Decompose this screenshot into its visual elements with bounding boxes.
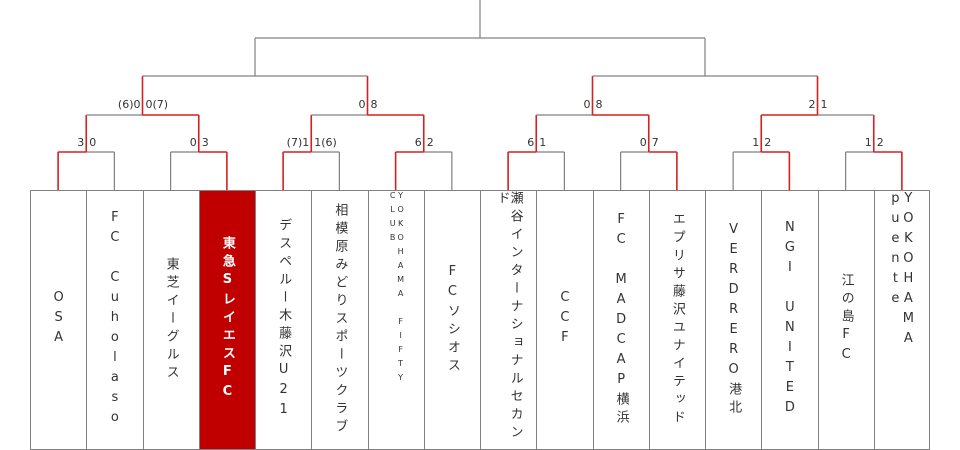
team-name: デスペルー木藤沢U21 [276, 218, 292, 422]
team-name: YOKOHAMA puente [887, 191, 916, 351]
team-box: FC MADCAP横浜 [592, 190, 649, 450]
team-name: CCF [557, 290, 573, 350]
match-score: (6)0 [117, 98, 141, 111]
match-score: 0 [583, 98, 591, 111]
team-name: 瀬谷インターナショナルセカンド [494, 191, 523, 443]
team-box: エプリサ藤沢ユナイテッド [648, 190, 705, 450]
team-box: FC Cuholaso [86, 190, 143, 450]
match-score: 2 [764, 136, 772, 149]
match-score: 1 [539, 136, 547, 149]
match-score: 7 [651, 136, 659, 149]
team-name: FCソシオス [444, 264, 460, 376]
team-box: FCソシオス [423, 190, 480, 450]
team-name: NGI UNITED [782, 220, 798, 420]
match-score: 0 [639, 136, 647, 149]
team-box: CCF [536, 190, 593, 450]
match-score: 0 [358, 98, 366, 111]
team-name: 東芝イーグルス [163, 257, 179, 383]
team-box: 東急SレイエスFC [198, 190, 255, 450]
team-box: 瀬谷インターナショナルセカンド [480, 190, 537, 450]
team-name: FC Cuholaso [107, 210, 123, 430]
match-score: 6 [414, 136, 422, 149]
team-box: 東芝イーグルス [142, 190, 199, 450]
match-score: 8 [370, 98, 378, 111]
match-score: 0 [189, 136, 197, 149]
match-score: 3 [201, 136, 209, 149]
match-score: 6 [527, 136, 535, 149]
team-box: OSA [30, 190, 87, 450]
match-score: 8 [595, 98, 603, 111]
team-name: 江の島FC [838, 273, 854, 367]
team-name: 東急SレイエスFC [219, 236, 235, 404]
team-box: NGI UNITED [761, 190, 818, 450]
team-name: VERDRERO港北 [726, 222, 742, 418]
team-name: 相模原みどりスポーツクラブ [332, 203, 348, 437]
team-name: FC MADCAP横浜 [613, 212, 629, 428]
team-name: OSA [51, 290, 67, 350]
match-score: (7)1 [286, 136, 310, 149]
match-score: 1 [752, 136, 760, 149]
match-score: 1 [864, 136, 872, 149]
team-box: YOKOHAMA FIFTY CLUB [367, 190, 424, 450]
match-score: 2 [808, 98, 816, 111]
team-name: エプリサ藤沢ユナイテッド [669, 212, 685, 428]
match-score: 1 [820, 98, 828, 111]
match-score: 0 [89, 136, 97, 149]
team-box: 江の島FC [817, 190, 874, 450]
team-box: 相模原みどりスポーツクラブ [311, 190, 368, 450]
team-box: YOKOHAMA puente [873, 190, 930, 450]
match-score: 0(7) [145, 98, 169, 111]
match-score: 2 [426, 136, 434, 149]
team-name: YOKOHAMA FIFTY CLUB [388, 191, 406, 387]
match-score: 3 [77, 136, 85, 149]
team-box: VERDRERO港北 [705, 190, 762, 450]
match-score: 2 [876, 136, 884, 149]
team-box: デスペルー木藤沢U21 [255, 190, 312, 450]
match-score: 1(6) [314, 136, 337, 149]
